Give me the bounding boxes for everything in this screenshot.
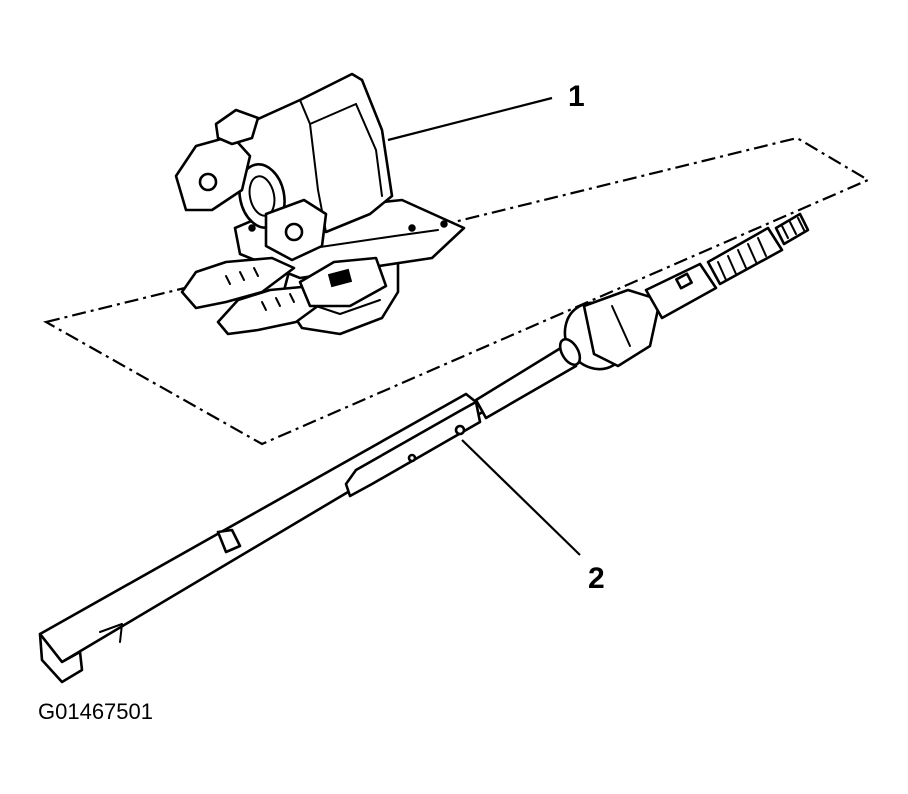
- callout-2-label: 2: [588, 562, 605, 595]
- component-boundary-dashdot: [43, 136, 871, 446]
- steering-column-housing: [174, 72, 466, 336]
- callout-1-leader: [387, 96, 553, 142]
- figure-id-label: G01467501: [38, 699, 153, 724]
- intermediate-steering-shaft: [38, 212, 810, 684]
- callout-1-label: 1: [568, 80, 585, 113]
- callout-2-leader: [461, 439, 581, 556]
